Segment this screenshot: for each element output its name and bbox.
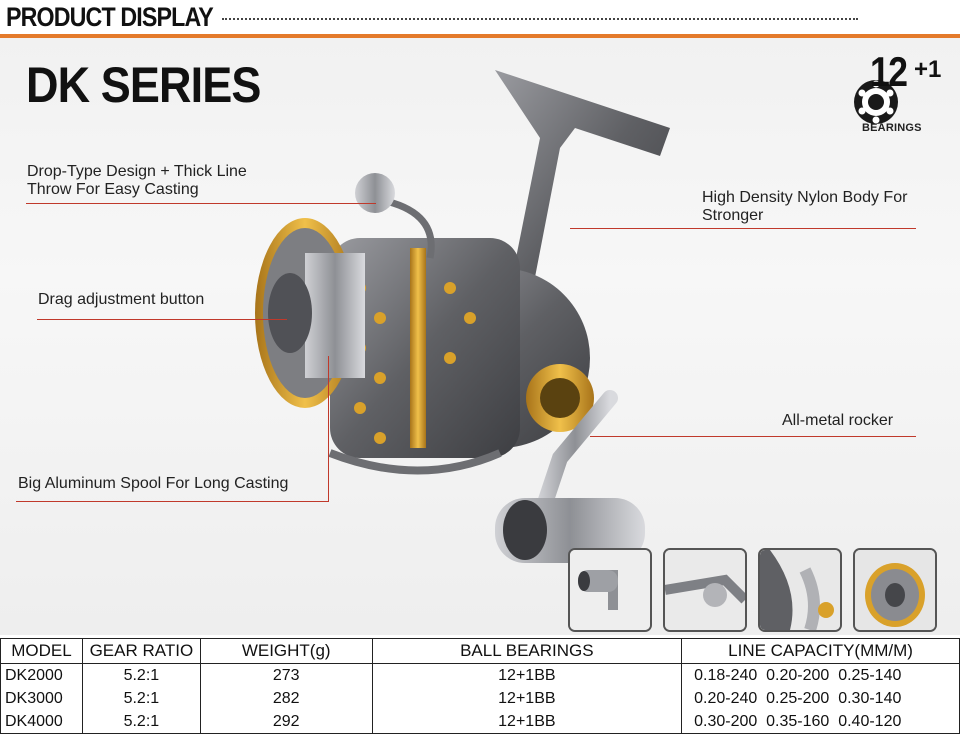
header-orange-rule <box>0 34 960 38</box>
spec-ball-bearings: 12+1BB <box>371 663 683 687</box>
callout-nylon: High Density Nylon Body For Stronger <box>702 189 907 225</box>
spec-weight: 282 <box>199 687 373 710</box>
product-display-panel: DK SERIES 12 +1 BEARINGS <box>0 38 960 635</box>
bearing-label: BEARINGS <box>862 122 922 134</box>
spec-gear-ratio: 5.2:1 <box>81 710 201 734</box>
specs-header-model: MODEL <box>0 638 83 664</box>
thumbnail-body[interactable] <box>758 548 842 632</box>
callout-nylon-line2: Stronger <box>702 207 764 224</box>
spec-model: DK3000 <box>0 687 83 710</box>
bearing-plus: +1 <box>914 56 942 83</box>
spec-ball-bearings: 12+1BB <box>371 687 683 710</box>
thumbnail-handle[interactable] <box>568 548 652 632</box>
spec-gear-ratio: 5.2:1 <box>81 687 201 710</box>
specs-header-weight: WEIGHT(g) <box>199 638 373 664</box>
spec-line-capacity: 0.18-240 0.20-200 0.25-140 <box>681 663 960 687</box>
handle-knob-icon <box>570 550 650 630</box>
spec-gear-ratio: 5.2:1 <box>81 663 201 687</box>
spec-weight: 273 <box>199 663 373 687</box>
callout-line-drag <box>37 319 287 320</box>
callout-drop-type-line2: Throw For Easy Casting <box>27 181 199 198</box>
series-title: DK SERIES <box>26 57 261 113</box>
spec-weight: 292 <box>199 710 373 734</box>
callout-drag: Drag adjustment button <box>38 291 205 308</box>
bottom-strip <box>0 735 960 753</box>
callout-line-drop-type <box>26 203 376 204</box>
table-row: DK4000 5.2:1 292 12+1BB 0.30-200 0.35-16… <box>0 710 960 734</box>
fishing-reel-image <box>255 70 670 563</box>
specs-header-gear-ratio: GEAR RATIO <box>81 638 201 664</box>
specs-header-line-capacity: LINE CAPACITY(MM/M) <box>681 638 960 664</box>
bearing-count: 12 <box>870 48 908 95</box>
spec-ball-bearings: 12+1BB <box>371 710 683 734</box>
section-header: PRODUCT DISPLAY <box>0 0 960 38</box>
bearing-icon <box>854 80 898 124</box>
callout-line-spool <box>16 501 328 502</box>
callout-drop-type: Drop-Type Design + Thick Line Throw For … <box>27 163 247 199</box>
spec-line-capacity: 0.30-200 0.35-160 0.40-120 <box>681 710 960 734</box>
reel-body-icon <box>760 550 840 630</box>
table-row: DK3000 5.2:1 282 12+1BB 0.20-240 0.25-20… <box>0 687 960 710</box>
callout-line-nylon <box>570 228 916 229</box>
specs-table: MODEL GEAR RATIO WEIGHT(g) BALL BEARINGS… <box>0 638 960 734</box>
thumbnail-rocker[interactable] <box>663 548 747 632</box>
thumbnail-spool[interactable] <box>853 548 937 632</box>
spec-line-capacity: 0.20-240 0.25-200 0.30-140 <box>681 687 960 710</box>
callout-rocker: All-metal rocker <box>782 412 894 429</box>
table-row: DK2000 5.2:1 273 12+1BB 0.18-240 0.20-20… <box>0 663 960 687</box>
spool-icon <box>855 550 935 630</box>
specs-header-ball-bearings: BALL BEARINGS <box>371 638 683 664</box>
callout-drop-type-line1: Drop-Type Design + Thick Line <box>27 163 247 180</box>
rocker-arm-icon <box>665 550 745 630</box>
header-dotted-rule <box>222 18 858 20</box>
callout-nylon-line1: High Density Nylon Body For <box>702 189 908 206</box>
spec-model: DK4000 <box>0 710 83 734</box>
callout-vline-spool <box>328 356 329 502</box>
callout-spool: Big Aluminum Spool For Long Casting <box>18 475 289 492</box>
section-title: PRODUCT DISPLAY <box>6 2 214 32</box>
specs-header-row: MODEL GEAR RATIO WEIGHT(g) BALL BEARINGS… <box>0 638 960 664</box>
callout-line-rocker <box>590 436 916 437</box>
spec-model: DK2000 <box>0 663 83 687</box>
